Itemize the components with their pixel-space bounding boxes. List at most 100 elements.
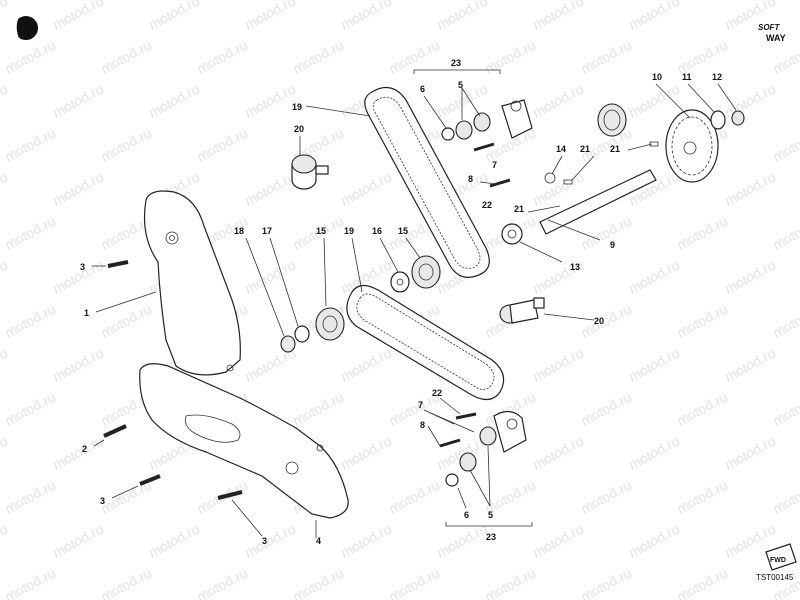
washer-17 — [294, 325, 310, 343]
svg-text:FWD: FWD — [770, 557, 786, 564]
watermark-text: motod.ru — [386, 477, 442, 517]
label-3-b: 3 — [100, 496, 105, 506]
washer-13 — [501, 223, 523, 245]
watermark-text: motod.ru — [770, 565, 800, 600]
watermark-text: motod.ru — [0, 257, 10, 297]
watermark-text: motod.ru — [0, 0, 10, 33]
label-4: 4 — [316, 536, 321, 546]
watermark-text: motod.ru — [98, 37, 154, 77]
watermark-text: motod.ru — [2, 125, 58, 165]
label-13: 13 — [570, 262, 580, 272]
watermark-text: motod.ru — [0, 81, 10, 121]
watermark-text: motod.ru — [434, 0, 490, 33]
watermark-text: motod.ru — [50, 521, 106, 561]
watermark-text: motod.ru — [434, 521, 490, 561]
label-1: 1 — [84, 308, 89, 318]
watermark-text: motod.ru — [146, 81, 202, 121]
bolt-3-upper — [107, 260, 129, 268]
watermark-text: motod.ru — [50, 257, 106, 297]
watermark-text: motod.ru — [770, 389, 800, 429]
watermark-text: motod.ru — [674, 213, 730, 253]
watermark-text: motod.ru — [0, 169, 10, 209]
label-16: 16 — [372, 226, 382, 236]
label-20-mid: 20 — [594, 316, 604, 326]
watermark-text: motod.ru — [290, 565, 346, 600]
brand-logo-icon — [13, 16, 38, 41]
label-12: 12 — [712, 72, 722, 82]
brand-line2: WAY — [766, 33, 786, 43]
watermark-text: motod.ru — [626, 521, 682, 561]
watermark-text: motod.ru — [50, 81, 106, 121]
label-19-top: 19 — [292, 102, 302, 112]
watermark-text: motod.ru — [674, 565, 730, 600]
watermark-text: motod.ru — [530, 433, 586, 473]
group-bracket-bottom — [445, 522, 533, 527]
label-22-top: 22 — [482, 200, 492, 210]
softway-logo: SOFT WAY — [758, 23, 786, 43]
tensioner-lower — [445, 410, 527, 487]
watermark-text: motod.ru — [770, 477, 800, 517]
spacer-upper — [291, 154, 329, 190]
watermark-text: motod.ru — [50, 345, 106, 385]
label-5-top: 5 — [458, 80, 463, 90]
part-labels: 23 6 5 19 20 10 11 12 7 8 14 21 21 21 22… — [80, 58, 722, 546]
label-6-bottom: 6 — [464, 510, 469, 520]
pulley-15-lower — [315, 307, 345, 341]
bolt-8-lower — [439, 438, 461, 448]
bolt-2 — [103, 424, 127, 438]
watermark-text: motod.ru — [722, 345, 778, 385]
label-8-top: 8 — [468, 174, 473, 184]
watermark-text: motod.ru — [722, 433, 778, 473]
watermark-text: motod.ru — [242, 81, 298, 121]
washer-11 — [710, 110, 726, 130]
watermark-text: motod.ru — [146, 0, 202, 33]
circlip-14 — [544, 172, 556, 184]
label-19-mid: 19 — [344, 226, 354, 236]
watermark-text: motod.ru — [290, 37, 346, 77]
label-11: 11 — [682, 72, 692, 82]
watermark-text: motod.ru — [2, 37, 58, 77]
watermark-text: motod.ru — [242, 0, 298, 33]
bolt-3-mid — [139, 474, 161, 486]
watermark-text: motod.ru — [578, 213, 634, 253]
watermark-text: motod.ru — [194, 125, 250, 165]
watermark-text: motod.ru — [722, 81, 778, 121]
watermark-text: motod.ru — [50, 169, 106, 209]
watermark-text: motod.ru — [626, 345, 682, 385]
watermark-text: motod.ru — [578, 477, 634, 517]
watermark-text: motod.ru — [530, 345, 586, 385]
bolt-3-lower — [217, 490, 243, 500]
label-8-bottom: 8 — [420, 420, 425, 430]
label-17: 17 — [262, 226, 272, 236]
middle-timing-belt — [346, 284, 505, 401]
watermark-text: motod.ru — [338, 433, 394, 473]
watermark-text: motod.ru — [386, 565, 442, 600]
watermark-text: motod.ru — [674, 389, 730, 429]
watermark-text: motod.ru — [626, 81, 682, 121]
label-21-a: 21 — [580, 144, 590, 154]
drawing-code: TST00145 — [756, 573, 794, 582]
watermark-text: motod.ru — [242, 257, 298, 297]
label-3-c: 3 — [262, 536, 267, 546]
watermark-text: motod.ru — [626, 257, 682, 297]
belt-cover-rear — [143, 190, 241, 376]
label-3-a: 3 — [80, 262, 85, 272]
label-6-top: 6 — [420, 84, 425, 94]
watermark-text: motod.ru — [770, 125, 800, 165]
watermark-text: motod.ru — [2, 301, 58, 341]
label-15-b: 15 — [398, 226, 408, 236]
watermark-text: motod.ru — [674, 301, 730, 341]
label-7-top: 7 — [492, 160, 497, 170]
bolt-22-upper — [489, 178, 511, 188]
label-18: 18 — [234, 226, 244, 236]
watermark-text: motod.ru — [98, 301, 154, 341]
watermark-text: motod.ru — [0, 345, 10, 385]
watermark-text: motod.ru — [98, 125, 154, 165]
label-21-c: 21 — [514, 204, 524, 214]
leader-lines — [92, 83, 737, 538]
watermark-text: motod.ru — [770, 301, 800, 341]
watermark-text: motod.ru — [530, 169, 586, 209]
camshaft-assembly — [539, 103, 719, 235]
watermark-text: motod.ru — [578, 301, 634, 341]
